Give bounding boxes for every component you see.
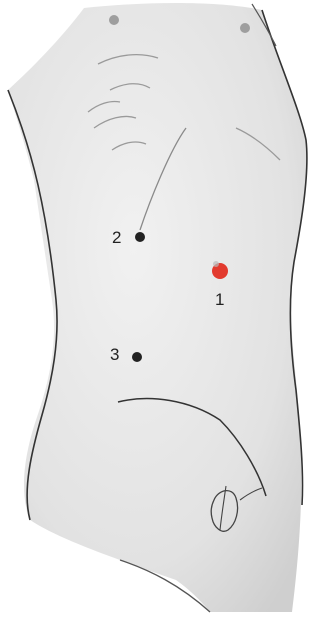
port-1-marker-highlight: [213, 261, 219, 267]
port-2-marker: [135, 232, 145, 242]
port-2-label: 2: [112, 228, 121, 247]
right-nipple: [240, 23, 250, 33]
port-1-label: 1: [215, 290, 224, 309]
left-nipple: [109, 15, 119, 25]
port-3-marker: [132, 352, 142, 362]
torso-body: [8, 3, 307, 612]
port-3-label: 3: [110, 345, 119, 364]
